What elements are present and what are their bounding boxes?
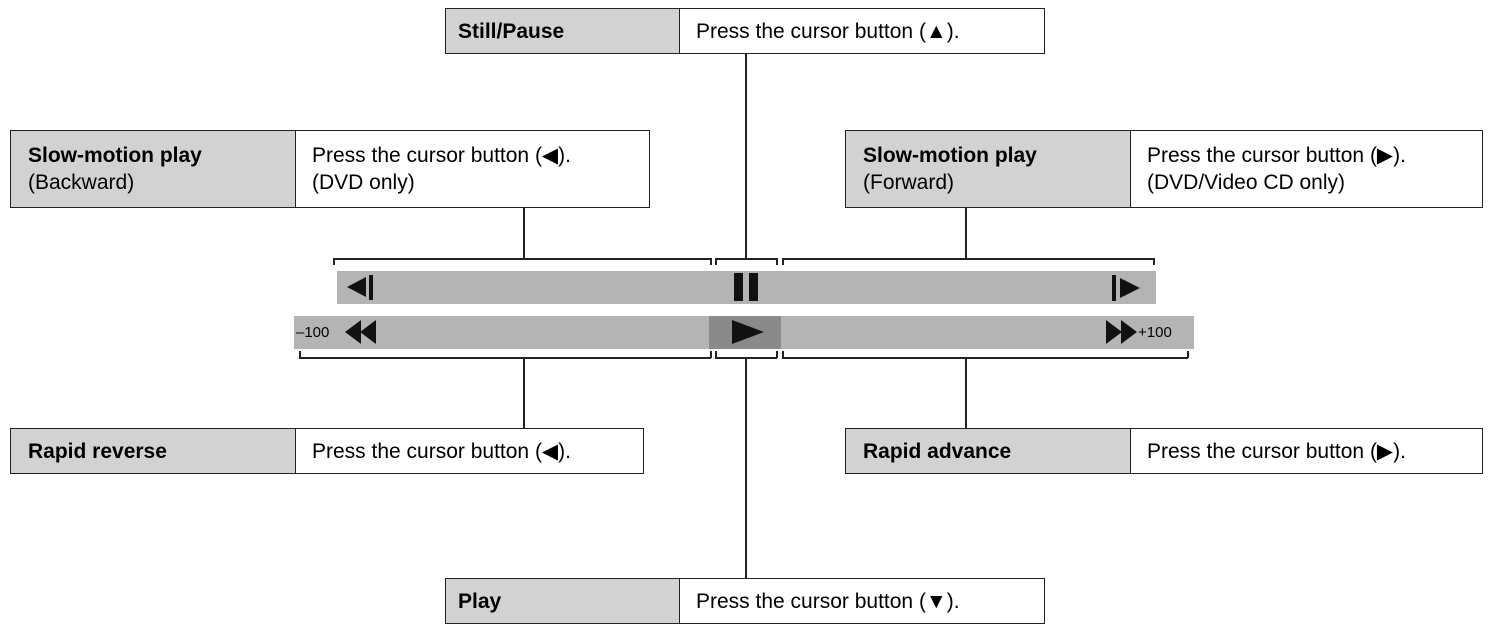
slow-forward-icon	[1112, 275, 1140, 301]
play-desc: Press the cursor button (▼).	[696, 589, 960, 613]
bracket-tick	[776, 351, 778, 358]
still-connector	[745, 54, 747, 258]
slow-forward-connector	[965, 208, 967, 258]
play-icon	[732, 320, 764, 344]
play-label-cell: Play	[446, 579, 680, 623]
bracket-tick	[782, 351, 784, 358]
bracket-top-left	[333, 258, 711, 260]
bracket-top-right	[782, 258, 1154, 260]
slow-forward-box: Slow-motion play (Forward) Press the cur…	[845, 130, 1483, 208]
scale-min: –100	[296, 324, 330, 341]
still-pause-desc: Press the cursor button (▲).	[696, 19, 960, 43]
rapid-advance-label-cell: Rapid advance	[846, 429, 1131, 473]
bracket-tick	[782, 258, 784, 265]
play-connector	[745, 358, 747, 578]
bracket-tick	[715, 258, 717, 265]
slow-forward-label-cell: Slow-motion play (Forward)	[846, 131, 1131, 207]
slow-backward-connector	[523, 208, 525, 258]
rapid-reverse-label: Rapid reverse	[28, 439, 167, 463]
play-label: Play	[458, 589, 502, 613]
slow-backward-box: Slow-motion play (Backward) Press the cu…	[10, 130, 650, 208]
rapid-advance-box: Rapid advance Press the cursor button (▶…	[845, 428, 1483, 474]
slow-backward-icon	[347, 275, 373, 300]
bracket-tick	[710, 258, 712, 265]
rapid-reverse-connector	[523, 358, 525, 428]
bracket-tick	[1187, 351, 1189, 358]
still-pause-label: Still/Pause	[458, 19, 565, 43]
rapid-advance-label: Rapid advance	[863, 439, 1012, 463]
rewind-icon	[345, 320, 376, 344]
rapid-advance-connector	[965, 358, 967, 428]
slow-motion-bar	[337, 271, 1156, 304]
slow-backward-label-cell: Slow-motion play (Backward)	[11, 131, 296, 207]
bracket-tick	[776, 258, 778, 265]
slow-forward-label: Slow-motion play	[863, 144, 1037, 167]
rapid-reverse-label-cell: Rapid reverse	[11, 429, 296, 473]
bracket-tick	[299, 351, 301, 358]
bracket-tick	[715, 351, 717, 358]
slow-forward-sub: (Forward)	[863, 171, 955, 194]
bracket-tick	[1153, 258, 1155, 265]
fast-forward-icon	[1106, 320, 1137, 344]
slow-backward-label: Slow-motion play	[28, 144, 202, 167]
bracket-top-center	[715, 258, 777, 260]
rapid-reverse-desc: Press the cursor button (◀).	[312, 439, 571, 463]
bracket-bottom-left	[299, 357, 711, 359]
slow-forward-desc2: (DVD/Video CD only)	[1147, 171, 1346, 194]
bracket-tick	[710, 351, 712, 358]
rapid-reverse-box: Rapid reverse Press the cursor button (◀…	[10, 428, 644, 474]
slow-backward-desc: Press the cursor button (◀).	[312, 144, 571, 167]
rapid-advance-desc: Press the cursor button (▶).	[1147, 439, 1406, 463]
bracket-tick	[333, 258, 335, 265]
still-pause-label-cell: Still/Pause	[446, 9, 680, 53]
slow-backward-sub: (Backward)	[28, 171, 135, 194]
scale-max: +100	[1138, 324, 1172, 341]
bracket-bottom-right	[782, 357, 1188, 359]
slow-forward-desc: Press the cursor button (▶).	[1147, 144, 1406, 167]
bracket-bottom-center	[715, 357, 777, 359]
slow-backward-desc-cell: Press the cursor button (◀). (DVD only)	[296, 131, 587, 207]
play-box: Play Press the cursor button (▼).	[445, 578, 1045, 624]
pause-icon	[734, 273, 758, 301]
slow-forward-desc-cell: Press the cursor button (▶). (DVD/Video …	[1131, 131, 1422, 207]
slow-backward-desc2: (DVD only)	[312, 171, 415, 194]
still-pause-box: Still/Pause Press the cursor button (▲).	[445, 8, 1045, 54]
